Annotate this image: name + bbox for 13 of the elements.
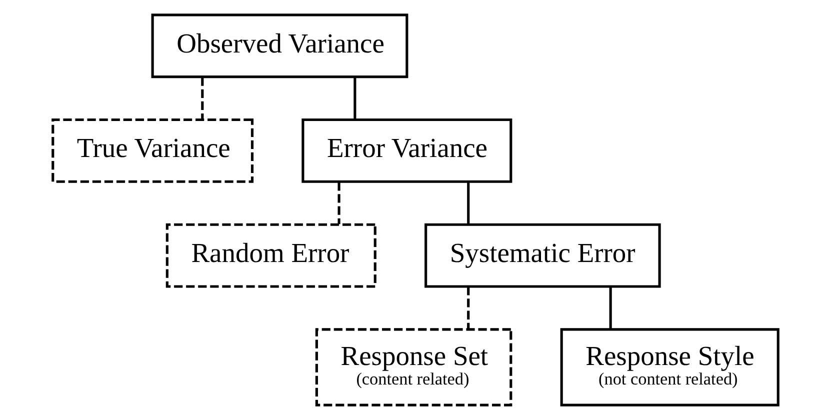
connector	[467, 182, 470, 224]
connector	[354, 77, 356, 120]
connector	[609, 286, 612, 330]
node-box: Response Set (content related)	[315, 328, 512, 406]
node-box: Observed Variance	[151, 14, 408, 78]
node-box: Systematic Error	[424, 223, 661, 288]
connector	[467, 286, 470, 330]
node-box: Error Variance	[302, 118, 512, 183]
node-box: Response Style (not content related)	[560, 328, 780, 406]
connector	[201, 77, 204, 120]
connector	[338, 182, 340, 224]
node-box: Random Error	[166, 223, 376, 288]
node-box: True Variance	[52, 118, 254, 183]
